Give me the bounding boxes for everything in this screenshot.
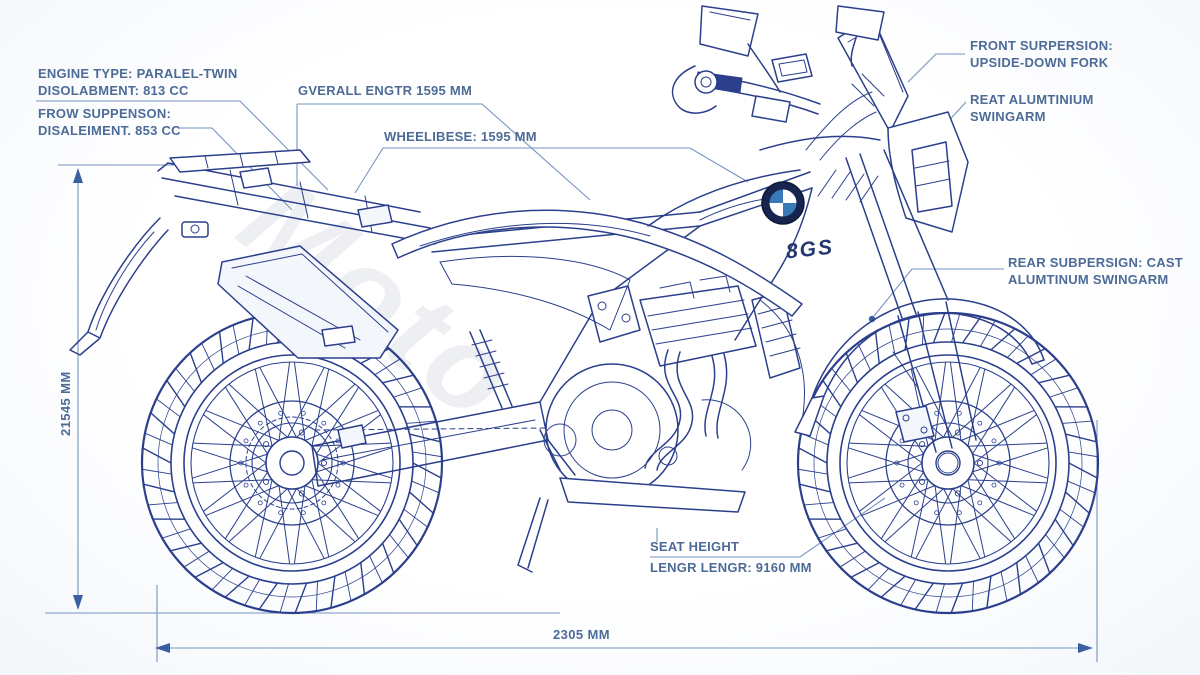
front-suspension-right-line1: FRONT SURPERSION: — [970, 38, 1113, 53]
front-suspension-right-line2: UPSIDE-DOWN FORK — [970, 54, 1109, 70]
overall-length-label: GVERALL ENGTR 1595 MM — [298, 83, 472, 100]
seat-bodywork — [391, 135, 881, 331]
overall-length-dimension: 2305 MM — [553, 627, 610, 642]
front-suspension-left-line1: FROW SUPPENSON: — [38, 106, 172, 121]
overall-length-line1: GVERALL ENGTR 1595 MM — [298, 83, 473, 98]
rear-suspension-label: REAR SUBPERSIGN: CAST ALUMTINUM SWINGARM — [1008, 255, 1183, 288]
seat-height-label: SEAT HEIGHT — [650, 539, 739, 556]
tail-section — [69, 149, 436, 356]
rear-wheel — [140, 311, 444, 615]
engine-type-line2: DISOLABMENT: 813 CC — [38, 82, 189, 98]
seat-height-value: LENGR LENGR: 9160 MM — [650, 560, 812, 577]
exhaust-muffler — [217, 245, 399, 359]
front-suspension-right-label: FRONT SURPERSION: UPSIDE-DOWN FORK — [970, 38, 1113, 71]
model-badge: 8GS — [784, 235, 836, 264]
swingarm — [245, 329, 549, 573]
front-suspension-left-label: FROW SUPPENSON: DISALEIMENT. 853 CC — [38, 106, 181, 139]
rear-swingarm-upper-line2: SWINGARM — [970, 108, 1046, 124]
rear-swingarm-upper-label: REAT ALUMTINIUM SWINGARM — [970, 92, 1094, 125]
dimension-lines — [45, 164, 1098, 662]
bmw-logo — [761, 181, 805, 225]
rear-swingarm-upper-line1: REAT ALUMTINIUM — [970, 92, 1094, 107]
rear-suspension-line1: REAR SUBPERSIGN: CAST — [1008, 255, 1183, 270]
wheelbase-label: WHEELIBESE: 1595 MM — [384, 129, 537, 146]
front-section — [671, 5, 1045, 474]
engine-type-label: ENGINE TYPE: PARALEL-TWIN DISOLABMENT: 8… — [38, 66, 238, 99]
wheelbase-line1: WHEELIBESE: 1595 MM — [384, 129, 537, 144]
engine-type-line1: ENGINE TYPE: PARALEL-TWIN — [38, 66, 238, 81]
front-suspension-left-line2: DISALEIMENT. 853 CC — [38, 122, 181, 138]
seat-height-line2: LENGR LENGR: 9160 MM — [650, 560, 812, 575]
rear-suspension-line2: ALUMTINUM SWINGARM — [1008, 271, 1169, 287]
front-wheel — [796, 311, 1100, 615]
overall-height-dimension: 21545 MM — [58, 371, 73, 436]
seat-height-line1: SEAT HEIGHT — [650, 539, 740, 554]
